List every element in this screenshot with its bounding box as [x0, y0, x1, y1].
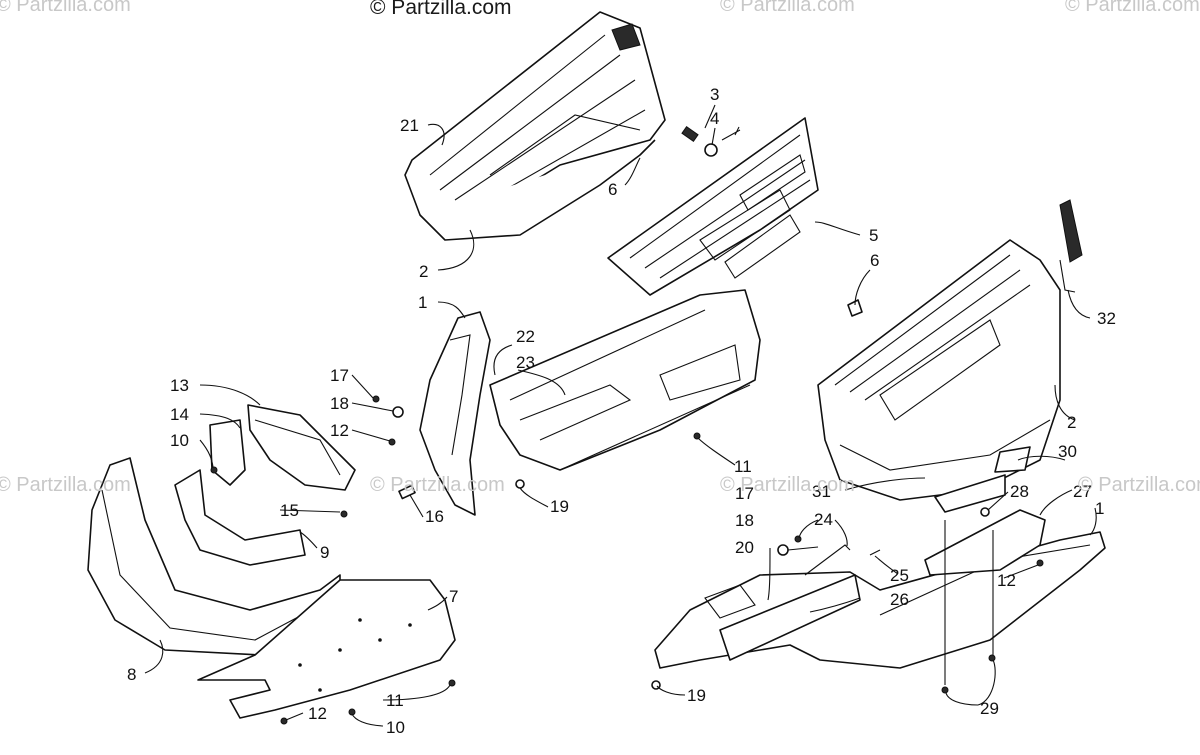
callout-8: 8 — [127, 665, 136, 684]
watermark-mid-center: © Partzilla.com — [370, 474, 505, 496]
callout-4: 4 — [710, 109, 719, 128]
belly-pan-left — [489, 289, 761, 471]
callout-22: 22 — [516, 327, 535, 346]
callout-13: 13 — [170, 376, 189, 395]
watermark-mid-right: © Partzilla.com — [720, 474, 855, 496]
watermark-top-right-b: © Partzilla.com — [1065, 0, 1200, 16]
callout-14: 14 — [170, 405, 189, 424]
callout-1-center: 1 — [418, 293, 427, 312]
callout-21: 21 — [400, 116, 419, 135]
callout-29: 29 — [980, 699, 999, 718]
watermark-top-left: © Partzilla.com — [0, 0, 131, 16]
callout-labels: 3 4 21 6 2 5 6 32 2 1 22 23 11 17 18 12 … — [127, 85, 1116, 737]
callout-6-top: 6 — [608, 180, 617, 199]
callout-24: 24 — [814, 510, 833, 529]
callout-6-right: 6 — [870, 251, 879, 270]
callout-12-bottom: 12 — [308, 704, 327, 723]
hood-panel-center — [607, 117, 819, 296]
callout-25: 25 — [890, 566, 909, 585]
callout-32: 32 — [1097, 309, 1116, 328]
callout-26: 26 — [890, 590, 909, 609]
watermark-right-edge: © Partzilla.com — [1078, 474, 1200, 496]
callout-2-top: 2 — [419, 262, 428, 281]
hood-shell-upper — [404, 11, 666, 241]
callout-20: 20 — [735, 538, 754, 557]
callout-19-center: 19 — [550, 497, 569, 516]
callout-27: 27 — [1073, 482, 1092, 501]
watermark-top-right-a: © Partzilla.com — [720, 0, 855, 16]
callout-11-bottom: 11 — [386, 691, 404, 710]
fastener-set — [210, 395, 1044, 725]
side-bracket — [419, 311, 491, 516]
callout-15: 15 — [280, 501, 299, 520]
callout-28: 28 — [1010, 482, 1029, 501]
callout-16: 16 — [425, 507, 444, 526]
callout-7: 7 — [449, 587, 458, 606]
callout-19-right: 19 — [687, 686, 706, 705]
callout-18-right: 18 — [735, 511, 754, 530]
callout-2-right: 2 — [1067, 413, 1076, 432]
clip-hardware-top — [681, 126, 741, 157]
cowl-left — [209, 404, 356, 491]
callout-10-left: 10 — [170, 431, 189, 450]
leader-lines — [144, 104, 1097, 727]
callout-5: 5 — [869, 226, 878, 245]
callout-17-left: 17 — [330, 366, 349, 385]
callout-30: 30 — [1058, 442, 1077, 461]
callout-17-right: 17 — [735, 484, 754, 503]
watermark-mid-left: © Partzilla.com — [0, 474, 131, 496]
watermark-top-center: © Partzilla.com — [370, 0, 512, 19]
callout-9: 9 — [320, 543, 329, 562]
callout-18-left: 18 — [330, 394, 349, 413]
callout-23: 23 — [516, 353, 535, 372]
callout-12-left: 12 — [330, 421, 349, 440]
skid-plate — [197, 579, 456, 719]
callout-3: 3 — [710, 85, 719, 104]
callout-10-bottom: 10 — [386, 718, 405, 737]
callout-11-center: 11 — [734, 457, 752, 476]
callout-12-right: 12 — [997, 571, 1016, 590]
callout-1-right: 1 — [1095, 499, 1104, 518]
hood-shell-right — [817, 199, 1083, 501]
callout-31: 31 — [812, 482, 831, 501]
